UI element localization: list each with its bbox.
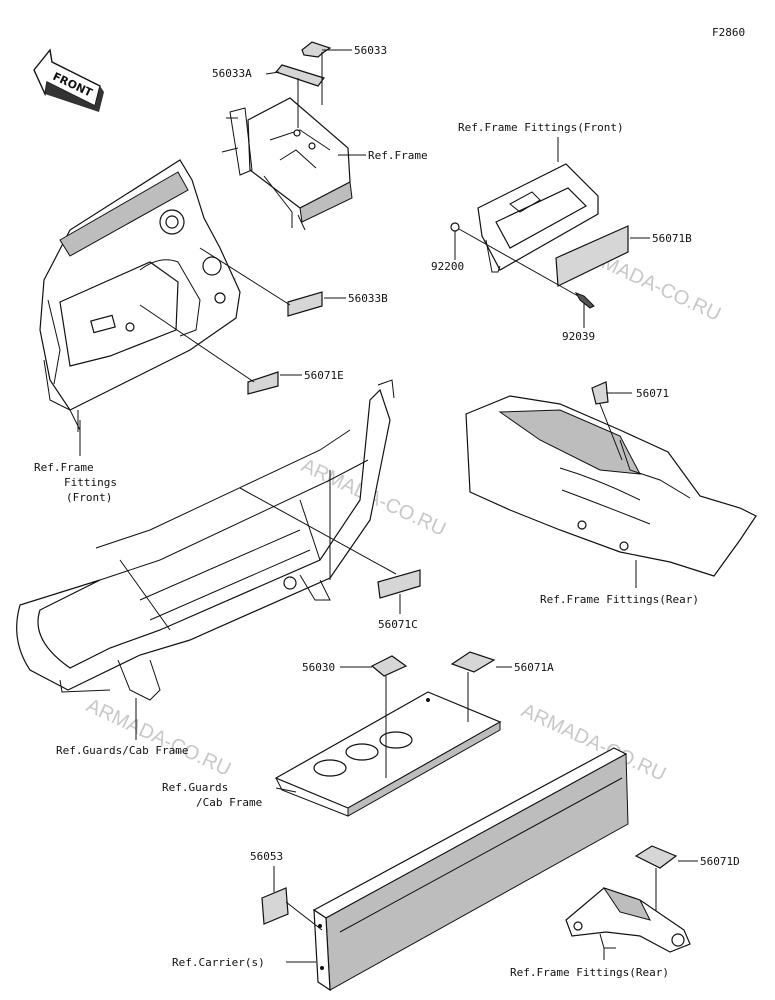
carrier-beam [261, 747, 629, 992]
floor-panel [274, 691, 502, 817]
label-56071D: 56071D [700, 855, 740, 868]
front-fittings-panel [477, 163, 629, 287]
label-ref-frame: Ref.Frame [368, 149, 428, 162]
rivet-92039 [574, 292, 595, 309]
label-56071E: 56071E [304, 369, 344, 382]
rear-fittings-bracket [565, 887, 691, 953]
label-56071C: 56071C [378, 618, 418, 631]
label-56071: 56071 [636, 387, 669, 400]
label-56030: 56030 [302, 661, 335, 674]
sticker-56033B [287, 291, 323, 317]
sticker-56033 [301, 41, 332, 58]
sticker-56071D [634, 845, 678, 869]
sticker-56053 [261, 887, 289, 925]
label-ref-ff-front-left-1: Ref.Frame [34, 461, 94, 474]
label-56053: 56053 [250, 850, 283, 863]
sticker-56071C [377, 569, 421, 599]
rear-fittings-shell [465, 381, 757, 577]
sticker-56030 [370, 655, 408, 677]
front-arrow-icon: FRONT [33, 48, 104, 112]
sticker-56071A [450, 651, 496, 673]
label-ref-carriers: Ref.Carrier(s) [172, 956, 265, 969]
label-ref-ff-rear-bottom: Ref.Frame Fittings(Rear) [510, 966, 669, 979]
front-fittings-housing [39, 159, 323, 432]
sticker-56071E [247, 371, 279, 395]
label-56033: 56033 [354, 44, 387, 57]
watermark-4: ARMADA-CO.RU [83, 695, 234, 781]
label-56071A: 56071A [514, 661, 554, 674]
label-ref-ff-front-left-2: Fittings [64, 476, 117, 489]
label-ref-ff-rear-mid: Ref.Frame Fittings(Rear) [540, 593, 699, 606]
label-ref-frame-fittings-front-top: Ref.Frame Fittings(Front) [458, 121, 624, 134]
label-56071B: 56071B [652, 232, 692, 245]
label-ref-ff-front-left-3: (Front) [66, 491, 112, 504]
sticker-56071B [555, 225, 629, 287]
frame-bracket-top [221, 41, 353, 231]
label-56033A: 56033A [212, 67, 252, 80]
label-ref-guards-cab-2b: /Cab Frame [196, 796, 262, 809]
label-92200: 92200 [431, 260, 464, 273]
figure-code: F2860 [712, 26, 745, 39]
sticker-56033A [274, 64, 325, 87]
sticker-56071 [591, 381, 609, 405]
label-92039: 92039 [562, 330, 595, 343]
label-ref-guards-cab-2a: Ref.Guards [162, 781, 228, 794]
label-56033B: 56033B [348, 292, 388, 305]
screw-92200 [450, 222, 460, 232]
guard-frame [16, 379, 395, 701]
label-ref-guards-cab-1: Ref.Guards/Cab Frame [56, 744, 188, 757]
